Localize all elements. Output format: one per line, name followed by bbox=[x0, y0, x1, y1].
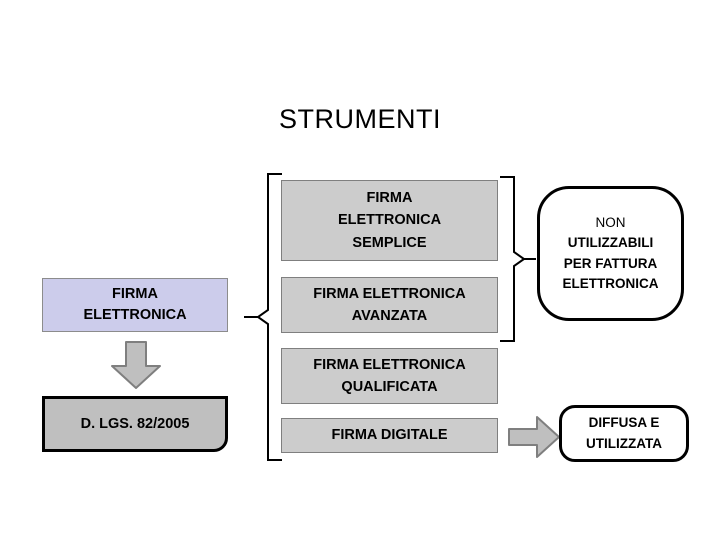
box-non-utilizzabili-fattura[interactable]: NON UTILIZZABILI PER FATTURA ELETTRONICA bbox=[537, 186, 684, 321]
box-firma-digitale[interactable]: FIRMA DIGITALE bbox=[281, 418, 498, 453]
non-utilizzabili-line-1: NON bbox=[595, 215, 626, 230]
box-firma-elettronica-avanzata[interactable]: FIRMA ELETTRONICA AVANZATA bbox=[281, 277, 498, 333]
right-brace-icon bbox=[498, 172, 546, 352]
box-firma-elettronica-qualificata[interactable]: FIRMA ELETTRONICA QUALIFICATA bbox=[281, 348, 498, 404]
box-firma-elettronica[interactable]: FIRMA ELETTRONICA bbox=[42, 278, 228, 332]
box-firma-elettronica-semplice[interactable]: FIRMA ELETTRONICA SEMPLICE bbox=[281, 180, 498, 261]
arrow-right-icon bbox=[508, 416, 560, 458]
page-title: STRUMENTI bbox=[279, 104, 441, 134]
box-diffusa-utilizzata[interactable]: DIFFUSA E UTILIZZATA bbox=[559, 405, 689, 462]
non-utilizzabili-line-3: PER FATTURA bbox=[563, 255, 658, 271]
arrow-down-icon bbox=[110, 341, 162, 389]
non-utilizzabili-line-2: UTILIZZABILI bbox=[567, 235, 654, 251]
non-utilizzabili-line-4: ELETTRONICA bbox=[562, 275, 659, 291]
box-dlgs-82-2005[interactable]: D. LGS. 82/2005 bbox=[42, 396, 228, 452]
left-brace-icon bbox=[236, 172, 284, 469]
